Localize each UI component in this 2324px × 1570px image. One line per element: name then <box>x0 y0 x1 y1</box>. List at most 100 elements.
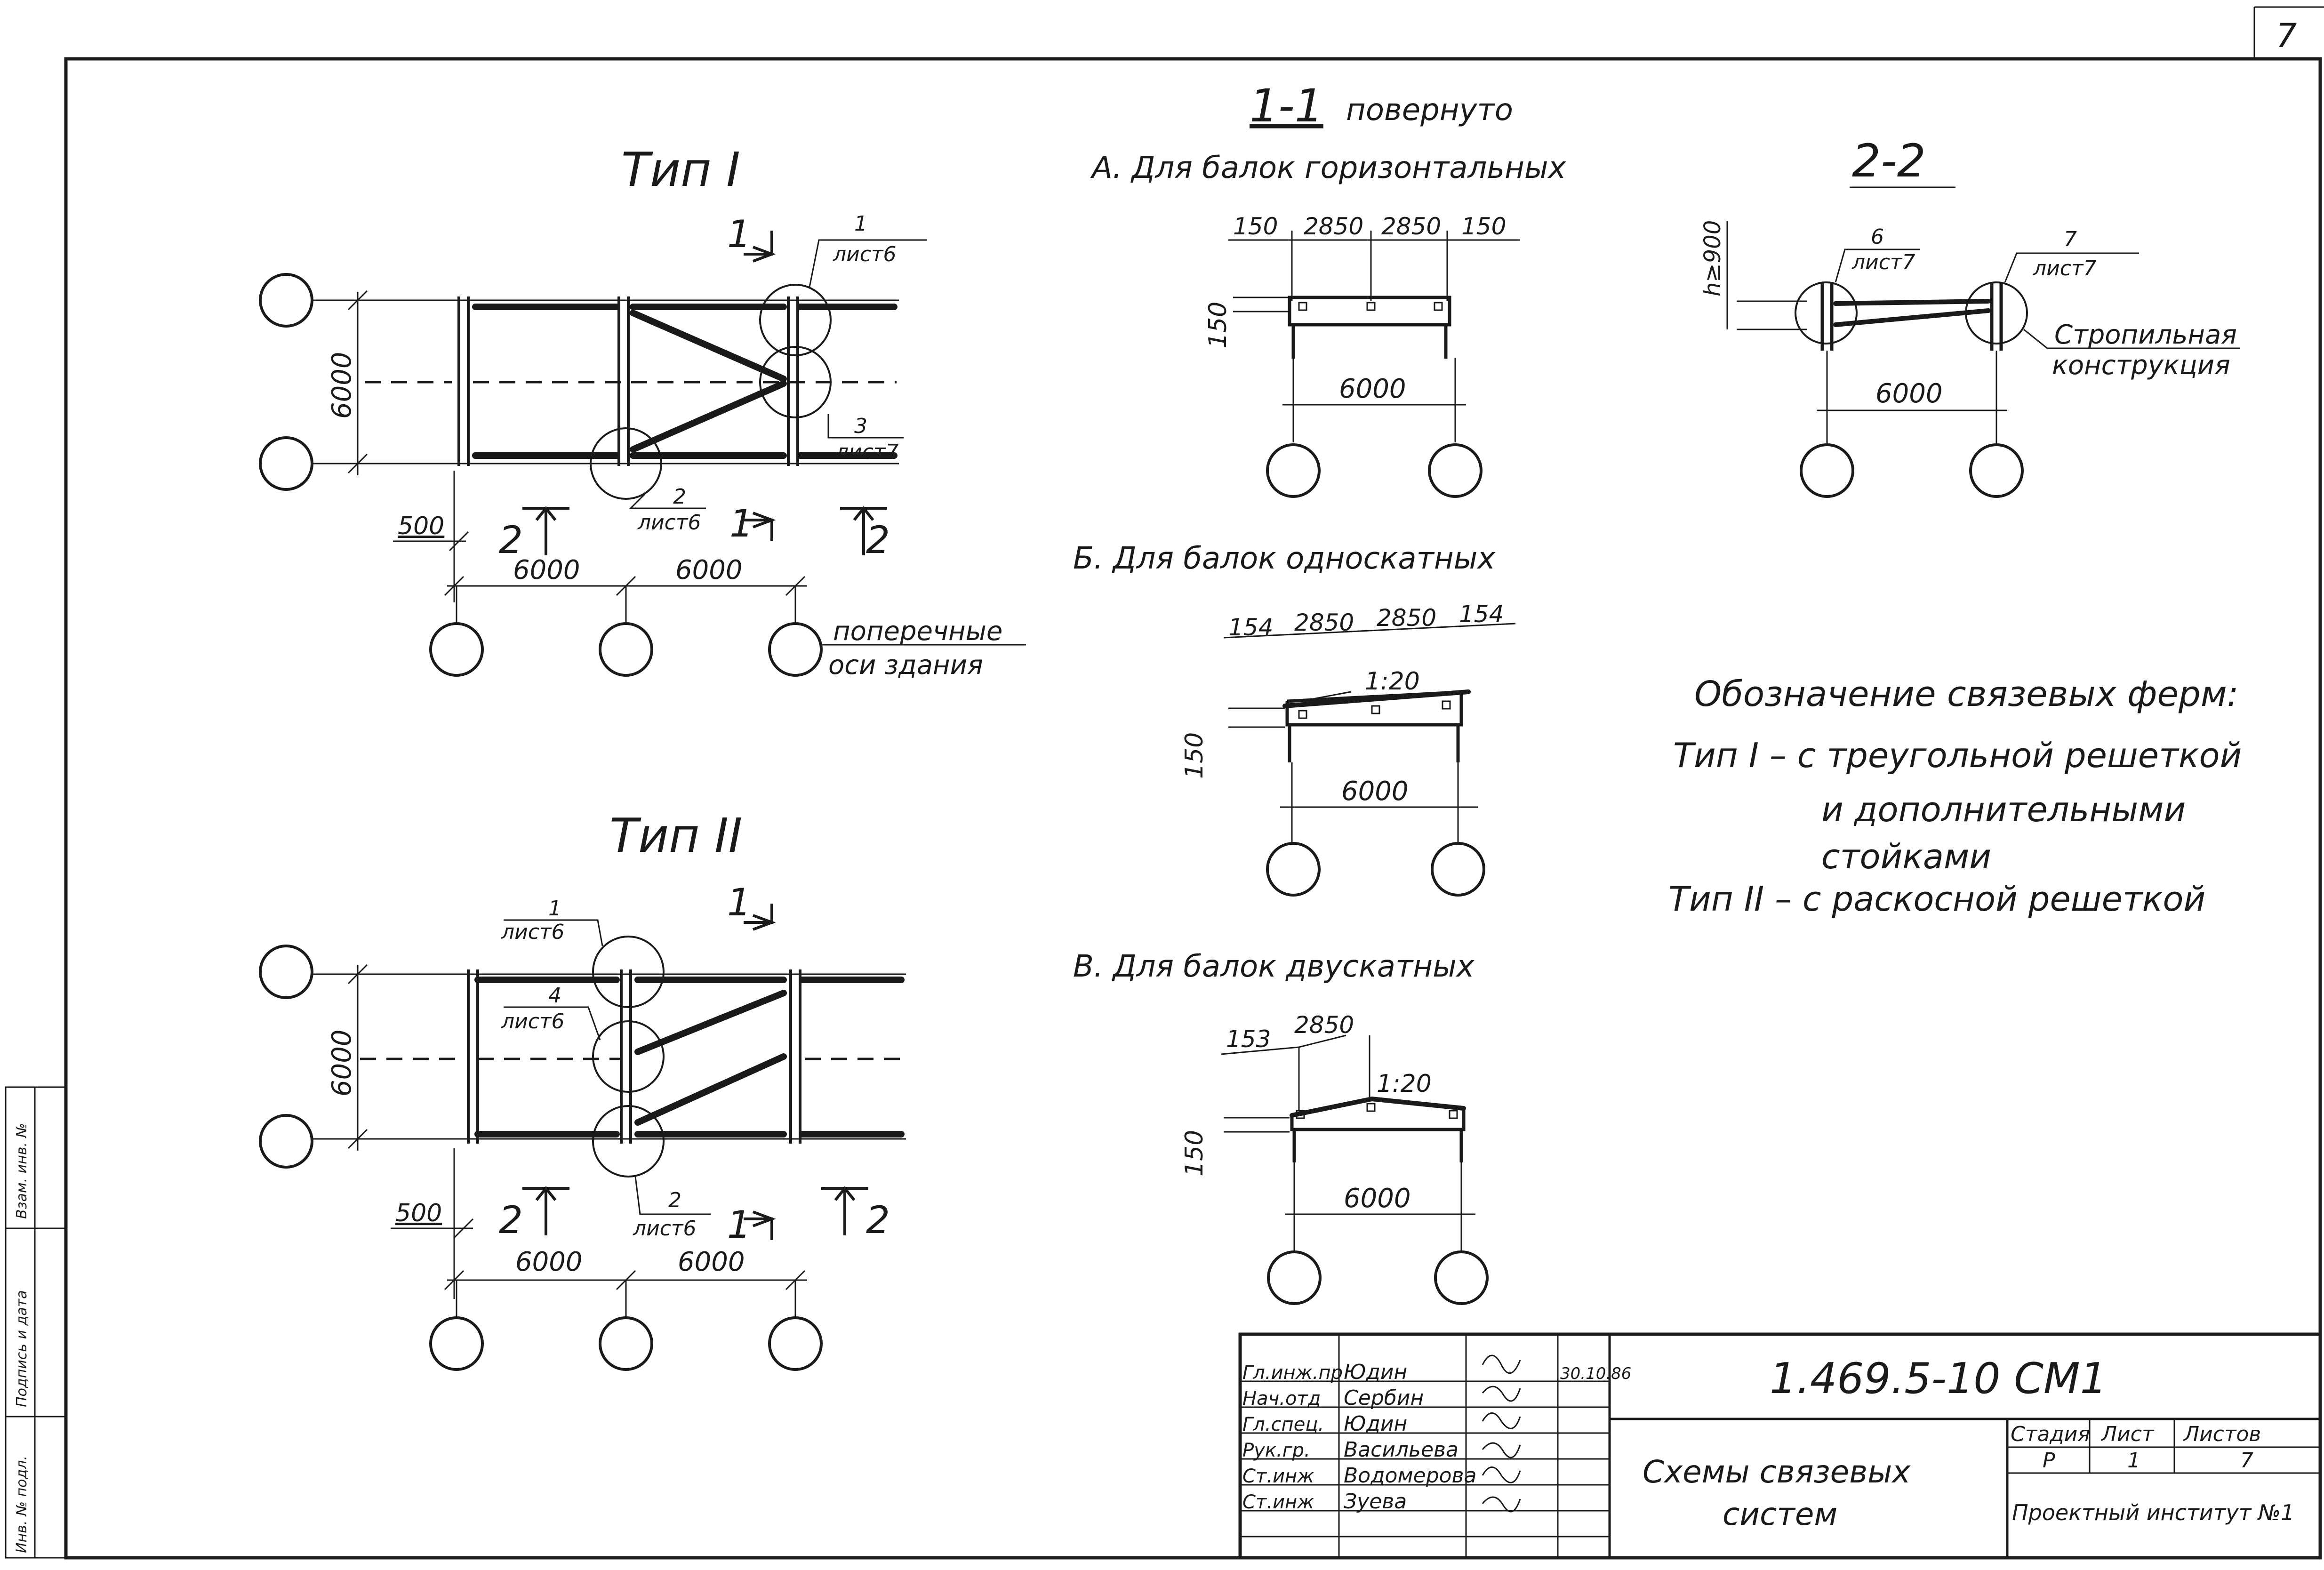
section-b-dim-side: 150 <box>1180 732 1209 779</box>
rafter-label-line1: Стропильная <box>2054 320 2237 350</box>
section-b-dim-2: 2850 <box>1294 609 1354 636</box>
org-name: Проектный институт №1 <box>2012 1500 2294 1525</box>
side-stamp-replace: Взам. инв. № <box>14 1123 30 1219</box>
type-2-dim-vertical: 6000 <box>327 1029 357 1097</box>
section-b-dim-1: 154 <box>1228 614 1273 641</box>
type-2-cut-2-right: 2 <box>866 1198 890 1242</box>
side-stamp: Инв. № подл. Подпись и дата Взам. инв. № <box>5 1086 67 1559</box>
type-2-cut-1: 1 <box>727 881 751 924</box>
legend-title: Обозначение связевых ферм: <box>1694 674 2239 714</box>
section-c-dim-2: 2850 <box>1294 1011 1354 1039</box>
title-name-3: Юдин <box>1344 1412 1407 1436</box>
type-1-cut-2-left: 2 <box>499 518 523 562</box>
section-a-label: А. Для балок горизонтальных <box>1090 151 1567 185</box>
title-role-4: Рук.гр. <box>1242 1440 1310 1461</box>
section-b-dim-4: 154 <box>1459 601 1504 628</box>
title-name-4: Васильева <box>1344 1438 1459 1462</box>
axis-circle <box>259 1114 313 1169</box>
signatures <box>1482 1354 1521 1513</box>
type-1-dim-500: 500 <box>398 512 444 540</box>
axis-circle <box>1969 443 2024 498</box>
axis-circle <box>1431 842 1485 897</box>
side-stamp-inv: Инв. № подл. <box>14 1456 30 1553</box>
type-2-node-1-num: 1 <box>548 897 561 921</box>
type-2-title: Тип II <box>609 808 742 863</box>
title-role-5: Ст.инж <box>1242 1466 1314 1487</box>
axes-label-line2: оси здания <box>828 650 983 681</box>
type-1-node-3-sheet: лист7 <box>835 440 899 464</box>
stage-value: Р <box>2043 1449 2055 1473</box>
section-1-1-title: 1-1 <box>1250 80 1323 132</box>
sheet-frame <box>64 57 2322 1560</box>
section-2-2-title: 2-2 <box>1852 135 1926 187</box>
section-2-2-node-6-num: 6 <box>1871 225 1884 249</box>
type-1-node-3-num: 3 <box>854 414 867 438</box>
axes-label-line1: поперечные <box>833 616 1002 647</box>
sheet-header: Лист <box>2100 1422 2155 1446</box>
type-1-node-2-sheet: лист6 <box>637 511 701 535</box>
axis-circle <box>259 945 313 999</box>
title-name-5: Водомерова <box>1344 1464 1476 1488</box>
sheets-value: 7 <box>2240 1449 2253 1473</box>
type-2-node-4-sheet: лист6 <box>501 1009 565 1033</box>
title-name-6: Зуева <box>1344 1490 1407 1514</box>
section-c-dim-side: 150 <box>1180 1130 1209 1177</box>
title-role-3: Гл.спец. <box>1242 1414 1324 1435</box>
section-2-2: 2-2 h≥900 6 лист7 7 лист7 Стропильная ко… <box>1699 135 2240 498</box>
type-1-cut-2-right: 2 <box>866 518 890 562</box>
legend-type1-line1: Тип I – с треугольной решеткой <box>1673 736 2242 775</box>
title-block: Гл.инж.пр Нач.отд Гл.спец. Рук.гр. Ст.ин… <box>1238 1332 2322 1560</box>
section-c-dim-span: 6000 <box>1344 1183 1411 1214</box>
section-a-dim-4: 150 <box>1461 213 1506 240</box>
type-2-dim-span-2: 6000 <box>678 1247 745 1277</box>
title-role-6: Ст.инж <box>1242 1491 1314 1513</box>
side-stamp-sign: Подпись и дата <box>14 1290 30 1408</box>
sheet-value: 1 <box>2127 1449 2140 1473</box>
type-2-node-4-num: 4 <box>548 984 561 1008</box>
section-2-2-dim-span: 6000 <box>1875 378 1943 409</box>
title-date: 30.10.86 <box>1560 1364 1631 1383</box>
axis-circle <box>1434 1250 1489 1305</box>
axis-circle <box>429 1316 484 1371</box>
axis-circle <box>1428 443 1483 498</box>
section-a-dim-side: 150 <box>1204 302 1232 348</box>
section-a-dim-3: 2850 <box>1381 213 1441 240</box>
type-2-node-2-num: 2 <box>668 1188 681 1212</box>
axis-circle <box>1800 443 1854 498</box>
type-2-node-1-sheet: лист6 <box>501 920 565 944</box>
axis-circle <box>599 622 653 677</box>
stage-header: Стадия <box>2011 1422 2090 1446</box>
rafter-label-line2: конструкция <box>2052 350 2230 381</box>
axis-circle <box>768 622 823 677</box>
type-1-node-2-num: 2 <box>673 485 686 509</box>
legend-type2-line1: Тип II – с раскосной решеткой <box>1668 879 2205 919</box>
type-2-dim-500: 500 <box>395 1199 442 1227</box>
axis-circle <box>1266 443 1321 498</box>
doc-title-line1: Схемы связевых <box>1643 1454 1911 1490</box>
title-name-1: Юдин <box>1344 1360 1407 1384</box>
title-role-1: Гл.инж.пр <box>1242 1362 1343 1384</box>
section-b-dim-3: 2850 <box>1377 604 1436 632</box>
section-b-label: Б. Для балок односкатных <box>1073 541 1496 576</box>
section-2-2-node-7-sheet: лист7 <box>2033 256 2097 280</box>
section-1-1-note: повернуто <box>1346 93 1513 128</box>
sheets-header: Листов <box>2183 1422 2261 1446</box>
legend-type1-line3: стойками <box>1821 837 1991 876</box>
type-1-plan: Тип I 1 лист6 3 лис <box>259 142 1026 681</box>
type-2-node-2-sheet: лист6 <box>633 1217 697 1241</box>
axis-circle <box>599 1316 653 1371</box>
legend-type1-line2: и дополнительными <box>1821 790 2186 829</box>
section-b-slope: 1:20 <box>1365 667 1420 696</box>
title-name-2: Сербин <box>1344 1386 1424 1410</box>
type-1-cut-1: 1 <box>727 212 751 256</box>
section-a-dim-2: 2850 <box>1304 213 1363 240</box>
type-1-cut-1b: 1 <box>729 502 753 545</box>
section-a-dim-span: 6000 <box>1339 374 1406 404</box>
legend: Обозначение связевых ферм: Тип I – с тре… <box>1668 674 2242 919</box>
type-2-dim-span-1: 6000 <box>515 1247 583 1277</box>
type-2-cut-1b: 1 <box>727 1203 751 1247</box>
type-1-dim-span-2: 6000 <box>675 555 743 585</box>
section-2-2-node-6-sheet: лист7 <box>1851 250 1915 274</box>
section-a-dim-1: 150 <box>1233 213 1278 240</box>
